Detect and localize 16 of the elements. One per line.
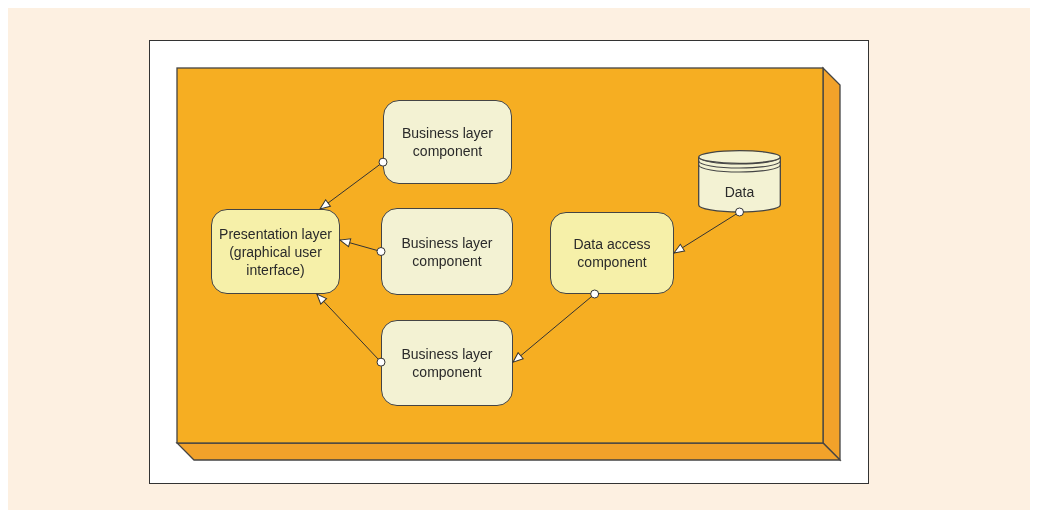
connector-arrow <box>316 293 386 367</box>
node-label: Business layer component <box>400 233 494 270</box>
component-box <box>381 208 513 295</box>
node-label: Business layer component <box>400 124 494 160</box>
connector-arrow <box>339 238 386 256</box>
component-box <box>550 212 674 294</box>
component-box <box>383 100 512 184</box>
component-box <box>381 320 513 406</box>
connector-arrow <box>319 157 388 210</box>
node-label: Data <box>724 183 755 201</box>
layer-box <box>211 209 340 294</box>
node-label: Data access component <box>572 235 652 271</box>
node-label: Presentation layer (graphical user interface) <box>218 224 333 279</box>
node-label: Business layer component <box>400 345 494 381</box>
connector-arrow <box>512 289 600 363</box>
connector-arrow <box>673 207 744 254</box>
